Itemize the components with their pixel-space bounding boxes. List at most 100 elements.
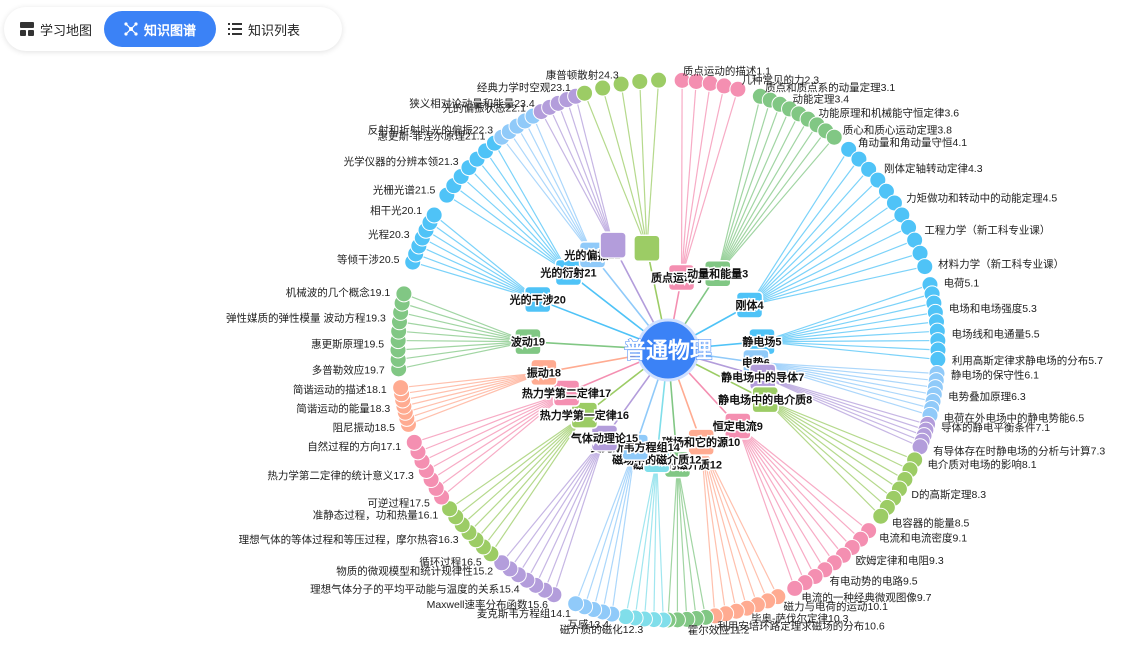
topic-node[interactable] — [530, 358, 558, 387]
leaf-link — [401, 371, 544, 395]
topic-node[interactable] — [552, 379, 581, 407]
topic-node[interactable] — [514, 327, 542, 356]
leaf-link — [680, 89, 739, 278]
tab-label: 知识列表 — [248, 22, 301, 38]
leaf-node[interactable] — [916, 258, 934, 276]
leaf-link — [700, 442, 716, 616]
leaf-label: 利用高斯定律求静电场的分布5.7 — [952, 354, 1103, 367]
topic-label: 静电场中的电介质8 — [718, 393, 812, 407]
leaf-link — [544, 437, 606, 591]
topic-layer: 质点运动学1动量和能量3刚体4静电场5电势6静电场中的导体7静电场中的电介质8恒… — [507, 231, 814, 479]
tab-learning-map[interactable]: 学习地图 — [8, 11, 104, 47]
leaf-node[interactable] — [567, 595, 585, 613]
tab-label: 知识图谱 — [144, 22, 197, 38]
leaf-link — [449, 414, 585, 510]
leaf-node[interactable] — [729, 80, 747, 98]
leaf-link — [414, 392, 567, 443]
topic-node[interactable] — [735, 291, 764, 319]
leaf-node[interactable] — [825, 128, 843, 146]
leaf-node[interactable] — [392, 379, 410, 397]
leaf-label: 有电动势的电路9.5 — [830, 574, 918, 587]
leaf-link — [526, 437, 606, 581]
topic-node[interactable] — [703, 259, 732, 288]
tab-label: 学习地图 — [40, 22, 93, 38]
leaf-node[interactable] — [701, 74, 719, 92]
leaf-link — [764, 399, 911, 471]
leaf-node[interactable] — [631, 72, 649, 90]
leaf-node[interactable] — [612, 75, 630, 93]
leaf-link — [611, 446, 636, 615]
leaf-label: 导体的静电平衡条件7.1 — [941, 421, 1050, 434]
leaf-link — [700, 441, 779, 597]
leaf-link — [401, 302, 529, 343]
leaf-node[interactable] — [441, 500, 459, 518]
topic-node[interactable] — [667, 263, 696, 292]
list-icon — [228, 23, 243, 35]
topic-node[interactable] — [570, 401, 599, 429]
leaf-label: 电场线和电通量5.5 — [952, 328, 1040, 341]
leaf-node[interactable] — [395, 285, 413, 303]
leaf-label: 简谐运动的描述18.1 — [293, 383, 387, 396]
leaf-node[interactable] — [576, 84, 594, 102]
topic-node[interactable] — [621, 433, 650, 461]
leaf-link — [653, 459, 658, 620]
leaf-node[interactable] — [493, 554, 511, 572]
leaf-node[interactable] — [786, 579, 804, 597]
center-node[interactable] — [636, 318, 700, 382]
tab-knowledge-graph[interactable]: 知识图谱 — [104, 11, 217, 47]
leaf-node[interactable] — [869, 171, 887, 189]
leaf-link — [549, 107, 614, 246]
view-tabbar: 学习地图 知识图谱 知识列表 — [4, 7, 342, 51]
leaf-label: Maxwell速率分布函数15.6 — [427, 598, 549, 611]
leaf-label: 热力学第二定律的统计意义17.3 — [267, 469, 414, 482]
leaf-label: 力矩做功和转动中的动能定理4.5 — [906, 192, 1057, 205]
leaf-label: 质心和质心运动定理3.8 — [843, 123, 952, 136]
leaf-link — [755, 361, 931, 416]
topic-node[interactable] — [751, 385, 779, 414]
leaf-node[interactable] — [929, 350, 947, 368]
leaf-link — [737, 425, 835, 564]
leaf-node[interactable] — [860, 160, 878, 178]
topic-node[interactable] — [687, 428, 715, 456]
leaf-node[interactable] — [405, 433, 423, 451]
leaf-node[interactable] — [425, 206, 443, 224]
leaf-link — [620, 84, 648, 249]
leaf-link — [602, 87, 648, 249]
leaf-label: 质点运动的描述1.1 — [683, 64, 771, 77]
leaf-node[interactable] — [617, 608, 635, 626]
leaf-link — [501, 437, 605, 564]
leaf-node[interactable] — [650, 71, 668, 89]
leaf-link — [737, 425, 861, 540]
leaf-node[interactable] — [877, 182, 895, 200]
leaf-link — [764, 399, 894, 499]
leaf-node[interactable] — [594, 79, 612, 97]
tab-knowledge-list[interactable]: 知识列表 — [216, 11, 312, 47]
leaf-label: 光学仪器的分辨本领21.3 — [344, 155, 459, 168]
leaf-link — [429, 222, 539, 301]
topic-node[interactable] — [633, 234, 661, 263]
topic-label: 静电场中的导体7 — [721, 370, 804, 384]
leaf-link — [761, 311, 936, 343]
leaf-link — [426, 392, 567, 471]
leaf-label: 互感13.4 — [568, 618, 610, 631]
leaf-link — [737, 425, 853, 548]
topic-node[interactable] — [590, 424, 619, 452]
leaf-label: 有导体存在时静电场的分析与计算7.3 — [933, 444, 1105, 457]
leaf-label: 磁介质的磁化12.3 — [560, 623, 644, 636]
leaf-link — [762, 376, 928, 425]
leaf-label: 光程20.3 — [368, 228, 410, 241]
topic-node[interactable] — [524, 285, 552, 314]
topic-node[interactable] — [554, 258, 583, 287]
leaf-link — [566, 99, 614, 246]
leaf-link — [762, 376, 925, 437]
leaf-node[interactable] — [872, 507, 890, 525]
topic-node[interactable] — [599, 231, 627, 259]
leaf-link — [700, 441, 769, 602]
leaf-link — [749, 190, 887, 306]
topic-node[interactable] — [724, 412, 752, 440]
leaf-link — [676, 464, 688, 620]
leaf-label: 弹性媒质的弹性模量 波动方程19.3 — [226, 311, 386, 324]
leaf-link — [755, 361, 932, 410]
link-layer — [397, 80, 939, 621]
